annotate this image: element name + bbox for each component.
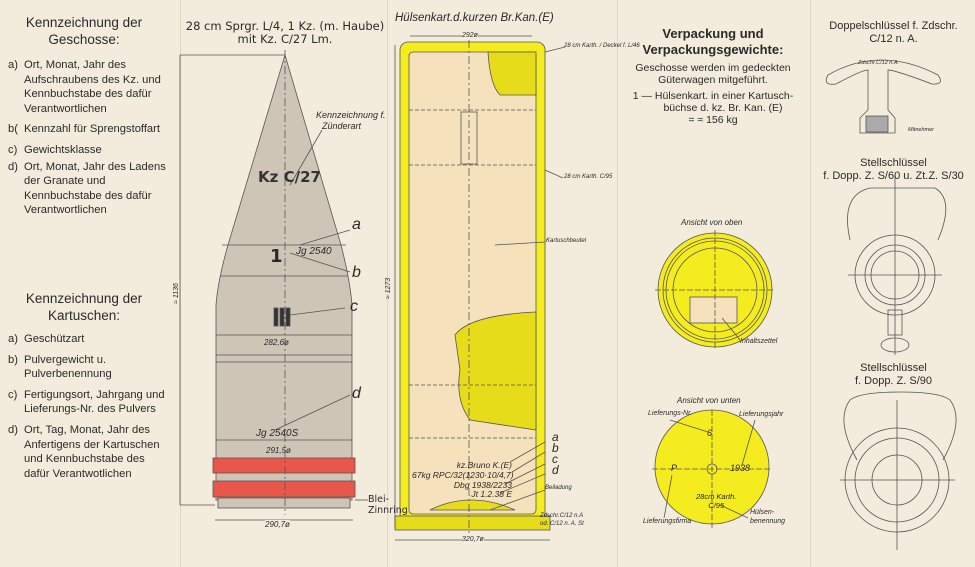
driver-note: Mitnehmer [908, 127, 934, 133]
label-b: b [352, 264, 361, 281]
label-a: a [352, 216, 361, 233]
legend-item: c)Gewichtsklasse [8, 143, 102, 156]
shell-legend-heading: Kennzeichnung der Geschosse: [25, 15, 143, 47]
dimension-length: ≈ 1136 [172, 283, 180, 304]
case-name-label: Hülsen-benennung [750, 509, 786, 525]
label-d: d [352, 385, 361, 402]
legend-item: b(Kennzahl für Sprengstoffart [8, 123, 160, 136]
setting-key-2 [843, 391, 957, 461]
legend-item: d)Ort, Tag, Monat, Jahr des Anfertigens … [8, 423, 160, 480]
shell-marking-legend: Kennzeichnung der Geschosse: a)Ort, Mona… [8, 14, 166, 218]
note-bag: Kartuschbeutel [546, 238, 587, 244]
delivery-number: 6 [707, 428, 713, 438]
dimension-290: 290,7ø [265, 520, 290, 529]
delivery-number-label: Lieferungs-Nr. [648, 410, 693, 417]
legend-item: a)Geschützart [8, 333, 85, 345]
delivery-year: 1938 [730, 463, 751, 473]
marking-b: 1 [270, 246, 283, 267]
top-view-title: Ansicht von oben [681, 218, 743, 227]
note-cover: 28 cm Karth. / Deckel f. L/46 [564, 43, 640, 49]
bottom-view-title: Ansicht von unten [677, 396, 741, 405]
key-engraving: Zdschr.C/12 n.A. [858, 60, 900, 66]
packaging-section: Verpackung und Verpackungsgewichte: Gesc… [632, 26, 794, 126]
legend-item: d)Ort, Monat, Jahr des Ladens der Granat… [8, 160, 166, 217]
legend-item: c)Fertigungsort, Jahrgang und Lieferungs… [8, 388, 165, 416]
cartridge-labels: a b c d [552, 430, 559, 477]
dimension-top: 292ø [462, 31, 478, 40]
note-igniter: Beiladung [545, 485, 572, 491]
marking-a: Jg 2540 [296, 246, 332, 257]
setting-key-1 [847, 187, 947, 241]
delivery-firm-label: Lieferungsfirma [643, 518, 692, 525]
dimension-282: 282,6ø [264, 338, 289, 347]
firm-mark: P [671, 463, 678, 473]
case-designation: 28cm Karth.C/95 [696, 492, 737, 510]
label-c: c [350, 298, 358, 315]
ring-label: Blei-Zinnring [368, 494, 408, 516]
content-label-note: Inhaltszettel [740, 338, 778, 345]
double-key [825, 59, 941, 134]
shell-title: 28 cm Sprgr. L/4, 1 Kz. (m. Haube) mit K… [185, 19, 385, 46]
legend-item: b)Pulvergewicht u. Pulverbenennung [8, 353, 112, 381]
cartridge-title: Hülsenkart.d.kurzen Br.Kan.(E) [395, 12, 554, 24]
cartridge-length: ≈ 1273 [385, 277, 393, 300]
driving-band-2 [212, 480, 356, 498]
dimension-bottom: 320,7ø [462, 536, 484, 543]
cartridge-legend-heading: Kennzeichnung der Kartuschen: [25, 291, 143, 323]
fuze-marking: Kz C/27 [258, 168, 321, 186]
double-key-title: Doppelschlüssel f. Zdschr.C/12 n. A. [829, 20, 958, 45]
cartridge-marking-legend: Kennzeichnung der Kartuschen: a)Geschütz… [8, 290, 166, 481]
note-case: 28 cm Karth. C/95 [564, 174, 613, 180]
delivery-year-label: Lieferungsjahr [739, 411, 784, 418]
driving-band-1 [212, 457, 356, 474]
dimension-291: 291,5ø [266, 446, 291, 455]
fuze-note: Kennzeichnung f.Zünderart [316, 110, 386, 131]
legend-item: a)Ort, Monat, Jahr des Aufschraubens des… [8, 59, 161, 115]
marking-d: Jg 2540S [256, 428, 299, 439]
cartridge-stamp: kz.Bruno K.(E) 67kg RPC/32(1230·10/4,7) … [412, 460, 514, 500]
